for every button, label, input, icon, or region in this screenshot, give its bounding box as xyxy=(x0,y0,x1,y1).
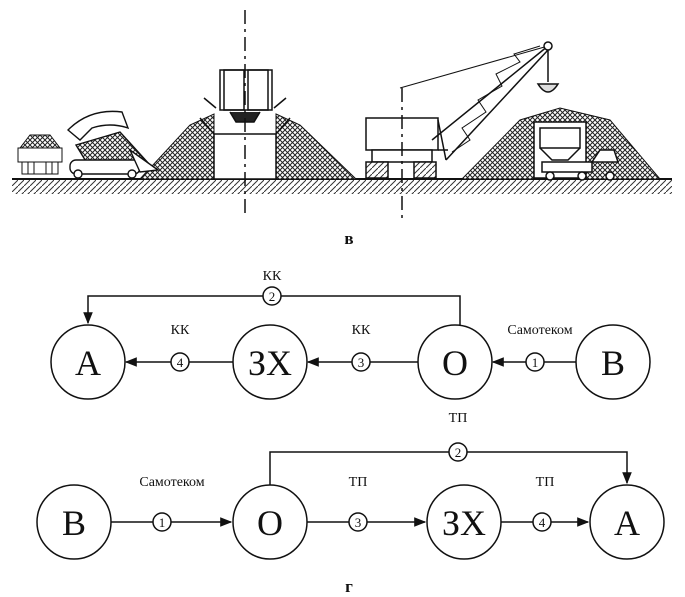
top-edge-1-label: Самотеком xyxy=(507,323,572,338)
bottom-edge-2-label: ТП xyxy=(449,411,468,426)
top-node-v-label: В xyxy=(601,343,625,383)
bottom-edge-3-num: 3 xyxy=(355,515,362,530)
caption-top: в xyxy=(344,229,353,248)
bottom-edge-3-label: ТП xyxy=(349,475,368,490)
bottom-edge-4-label: ТП xyxy=(536,475,555,490)
top-flow-labels: А ЗХ О В 1 3 4 2 КК КК КК Самотеком xyxy=(75,269,625,383)
bottom-edge-1-badge xyxy=(152,512,172,532)
pile-left xyxy=(138,113,215,180)
ground-strip xyxy=(12,179,672,194)
top-edge-3-badge xyxy=(351,352,371,372)
bottom-flow-diagram xyxy=(36,442,665,560)
bottom-edge-2-num: 2 xyxy=(455,445,462,460)
bottom-node-o-label: О xyxy=(257,503,283,543)
top-edge-1-num: 1 xyxy=(532,355,539,370)
bottom-node-v-label: В xyxy=(62,503,86,543)
top-node-a-label: А xyxy=(75,343,101,383)
top-edge-3-num: 3 xyxy=(358,355,365,370)
top-node-o-label: О xyxy=(442,343,468,383)
top-flow-diagram xyxy=(50,286,651,400)
truck-icon xyxy=(533,121,620,181)
bottom-edge-4-badge xyxy=(532,512,552,532)
bottom-edge-1-num: 1 xyxy=(159,515,166,530)
bottom-node-a xyxy=(589,484,665,560)
top-edge-1-badge xyxy=(525,352,545,372)
pile-center-right xyxy=(275,113,358,180)
bottom-flow-labels: В О ЗХ А 1 3 4 2 ТП Самотеком ТП ТП г xyxy=(62,411,640,596)
bottom-node-zx-label: ЗХ xyxy=(442,503,486,543)
bottom-edge-3-badge xyxy=(348,512,368,532)
bottom-edge-2 xyxy=(269,451,632,485)
loader-icon xyxy=(66,110,160,179)
railcar-icon xyxy=(17,134,63,175)
bottom-edge-2-badge xyxy=(448,442,468,462)
caption-bottom: г xyxy=(345,577,353,596)
top-edge-2-label: КК xyxy=(263,269,282,284)
top-edge-4-badge xyxy=(170,352,190,372)
top-node-zx-label: ЗХ xyxy=(248,343,292,383)
bottom-edge-1-label: Самотеком xyxy=(139,475,204,490)
bottom-node-a-label: А xyxy=(614,503,640,543)
top-edge-2-num: 2 xyxy=(269,289,276,304)
top-edge-4-label: КК xyxy=(171,323,190,338)
storage-illustration: в xyxy=(12,10,672,248)
top-edge-4-num: 4 xyxy=(177,355,184,370)
crane-icon xyxy=(365,41,560,218)
central-bunker-icon xyxy=(199,10,291,218)
top-edge-2-badge xyxy=(262,286,282,306)
top-edge-3-label: КК xyxy=(352,323,371,338)
bottom-edge-4-num: 4 xyxy=(539,515,546,530)
